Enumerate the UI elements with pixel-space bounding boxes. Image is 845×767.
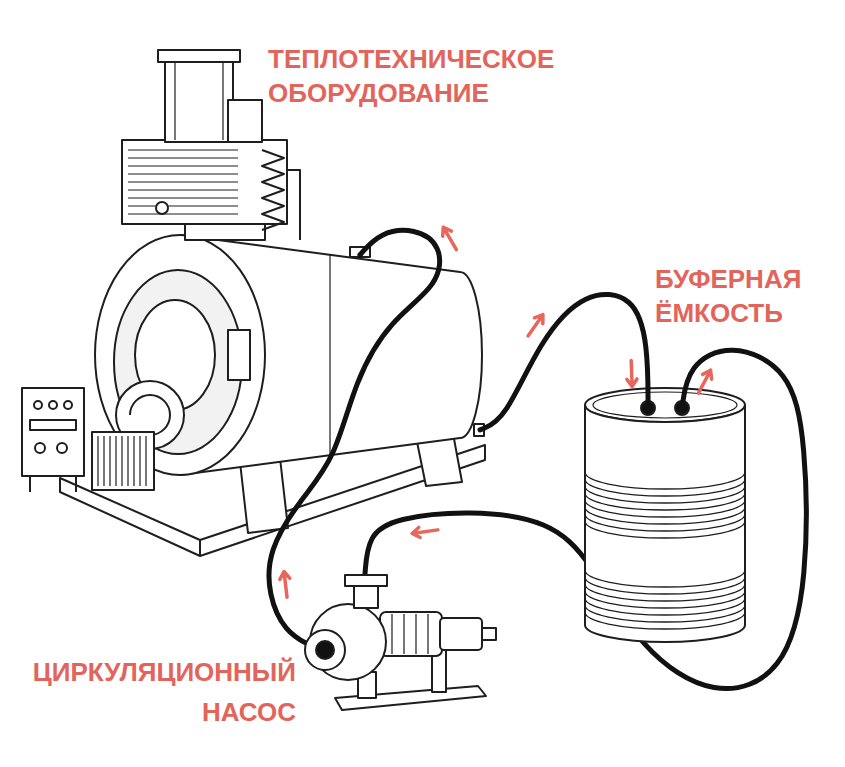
boiler-drawing xyxy=(92,432,154,490)
pump-drawing xyxy=(440,618,482,650)
boiler-drawing xyxy=(329,255,330,455)
boiler-drawing xyxy=(158,50,240,62)
tank-body xyxy=(585,405,745,642)
flow-arrow xyxy=(528,315,543,336)
boiler-drawing xyxy=(287,170,300,240)
boiler-drawing xyxy=(228,330,250,380)
boiler-drawing xyxy=(30,420,76,430)
boiler-drawing xyxy=(29,476,31,492)
boiler-drawing xyxy=(156,202,168,214)
boiler-drawing xyxy=(34,401,42,409)
boiler-drawing xyxy=(64,401,72,409)
equipment-label: ТЕПЛОТЕХНИЧЕСКОЕ ОБОРУДОВАНИЕ xyxy=(268,42,598,110)
pump-drawing xyxy=(305,630,345,670)
pump-drawing xyxy=(305,575,496,710)
pump-drawing xyxy=(392,614,428,654)
equipment-label: БУФЕРНАЯ ЁМКОСТЬ xyxy=(655,262,835,330)
boiler-drawing xyxy=(49,401,57,409)
flow-arrow xyxy=(280,571,290,597)
flow-arrow xyxy=(443,227,457,249)
boiler-drawing xyxy=(175,62,223,140)
pipe-connector xyxy=(365,350,806,688)
boiler-drawing xyxy=(114,270,242,454)
pipe-connector xyxy=(269,230,440,645)
equipment-node: ТЕПЛОТЕХНИЧЕСКОЕ ОБОРУДОВАНИЕ xyxy=(100,255,480,555)
boiler-drawing xyxy=(228,100,262,142)
pump-drawing xyxy=(380,612,442,656)
boiler-drawing xyxy=(22,388,84,476)
equipment-label: ЦИРКУЛЯЦИОННЫЙ НАСОС xyxy=(6,652,296,732)
tank-body xyxy=(585,472,745,538)
boiler-drawing xyxy=(75,476,77,492)
tank-body xyxy=(585,570,745,629)
pump-drawing xyxy=(482,628,496,640)
boiler-drawing xyxy=(57,443,67,453)
boiler-drawing xyxy=(262,150,284,230)
boiler-drawing xyxy=(165,58,233,142)
pump-drawing xyxy=(354,586,378,608)
equipment-node: БУФЕРНАЯ ЁМКОСТЬ xyxy=(585,408,745,638)
boiler-drawing xyxy=(35,443,45,453)
boiler-drawing xyxy=(98,436,146,486)
flow-arrow xyxy=(412,527,438,537)
boiler-drawing xyxy=(199,540,201,556)
pipe-connector xyxy=(480,294,648,429)
flow-arrow xyxy=(698,370,711,393)
tank-top xyxy=(593,392,737,418)
boiler-drawing xyxy=(130,395,170,435)
boiler-drawing xyxy=(240,458,288,533)
pump-drawing xyxy=(345,575,387,586)
equipment-node: ЦИРКУЛЯЦИОННЫЙ НАСОС xyxy=(310,575,500,710)
tank-body xyxy=(585,405,745,642)
pump-drawing xyxy=(316,641,334,659)
flow-arrow xyxy=(627,361,637,387)
boiler-drawing xyxy=(128,150,238,214)
